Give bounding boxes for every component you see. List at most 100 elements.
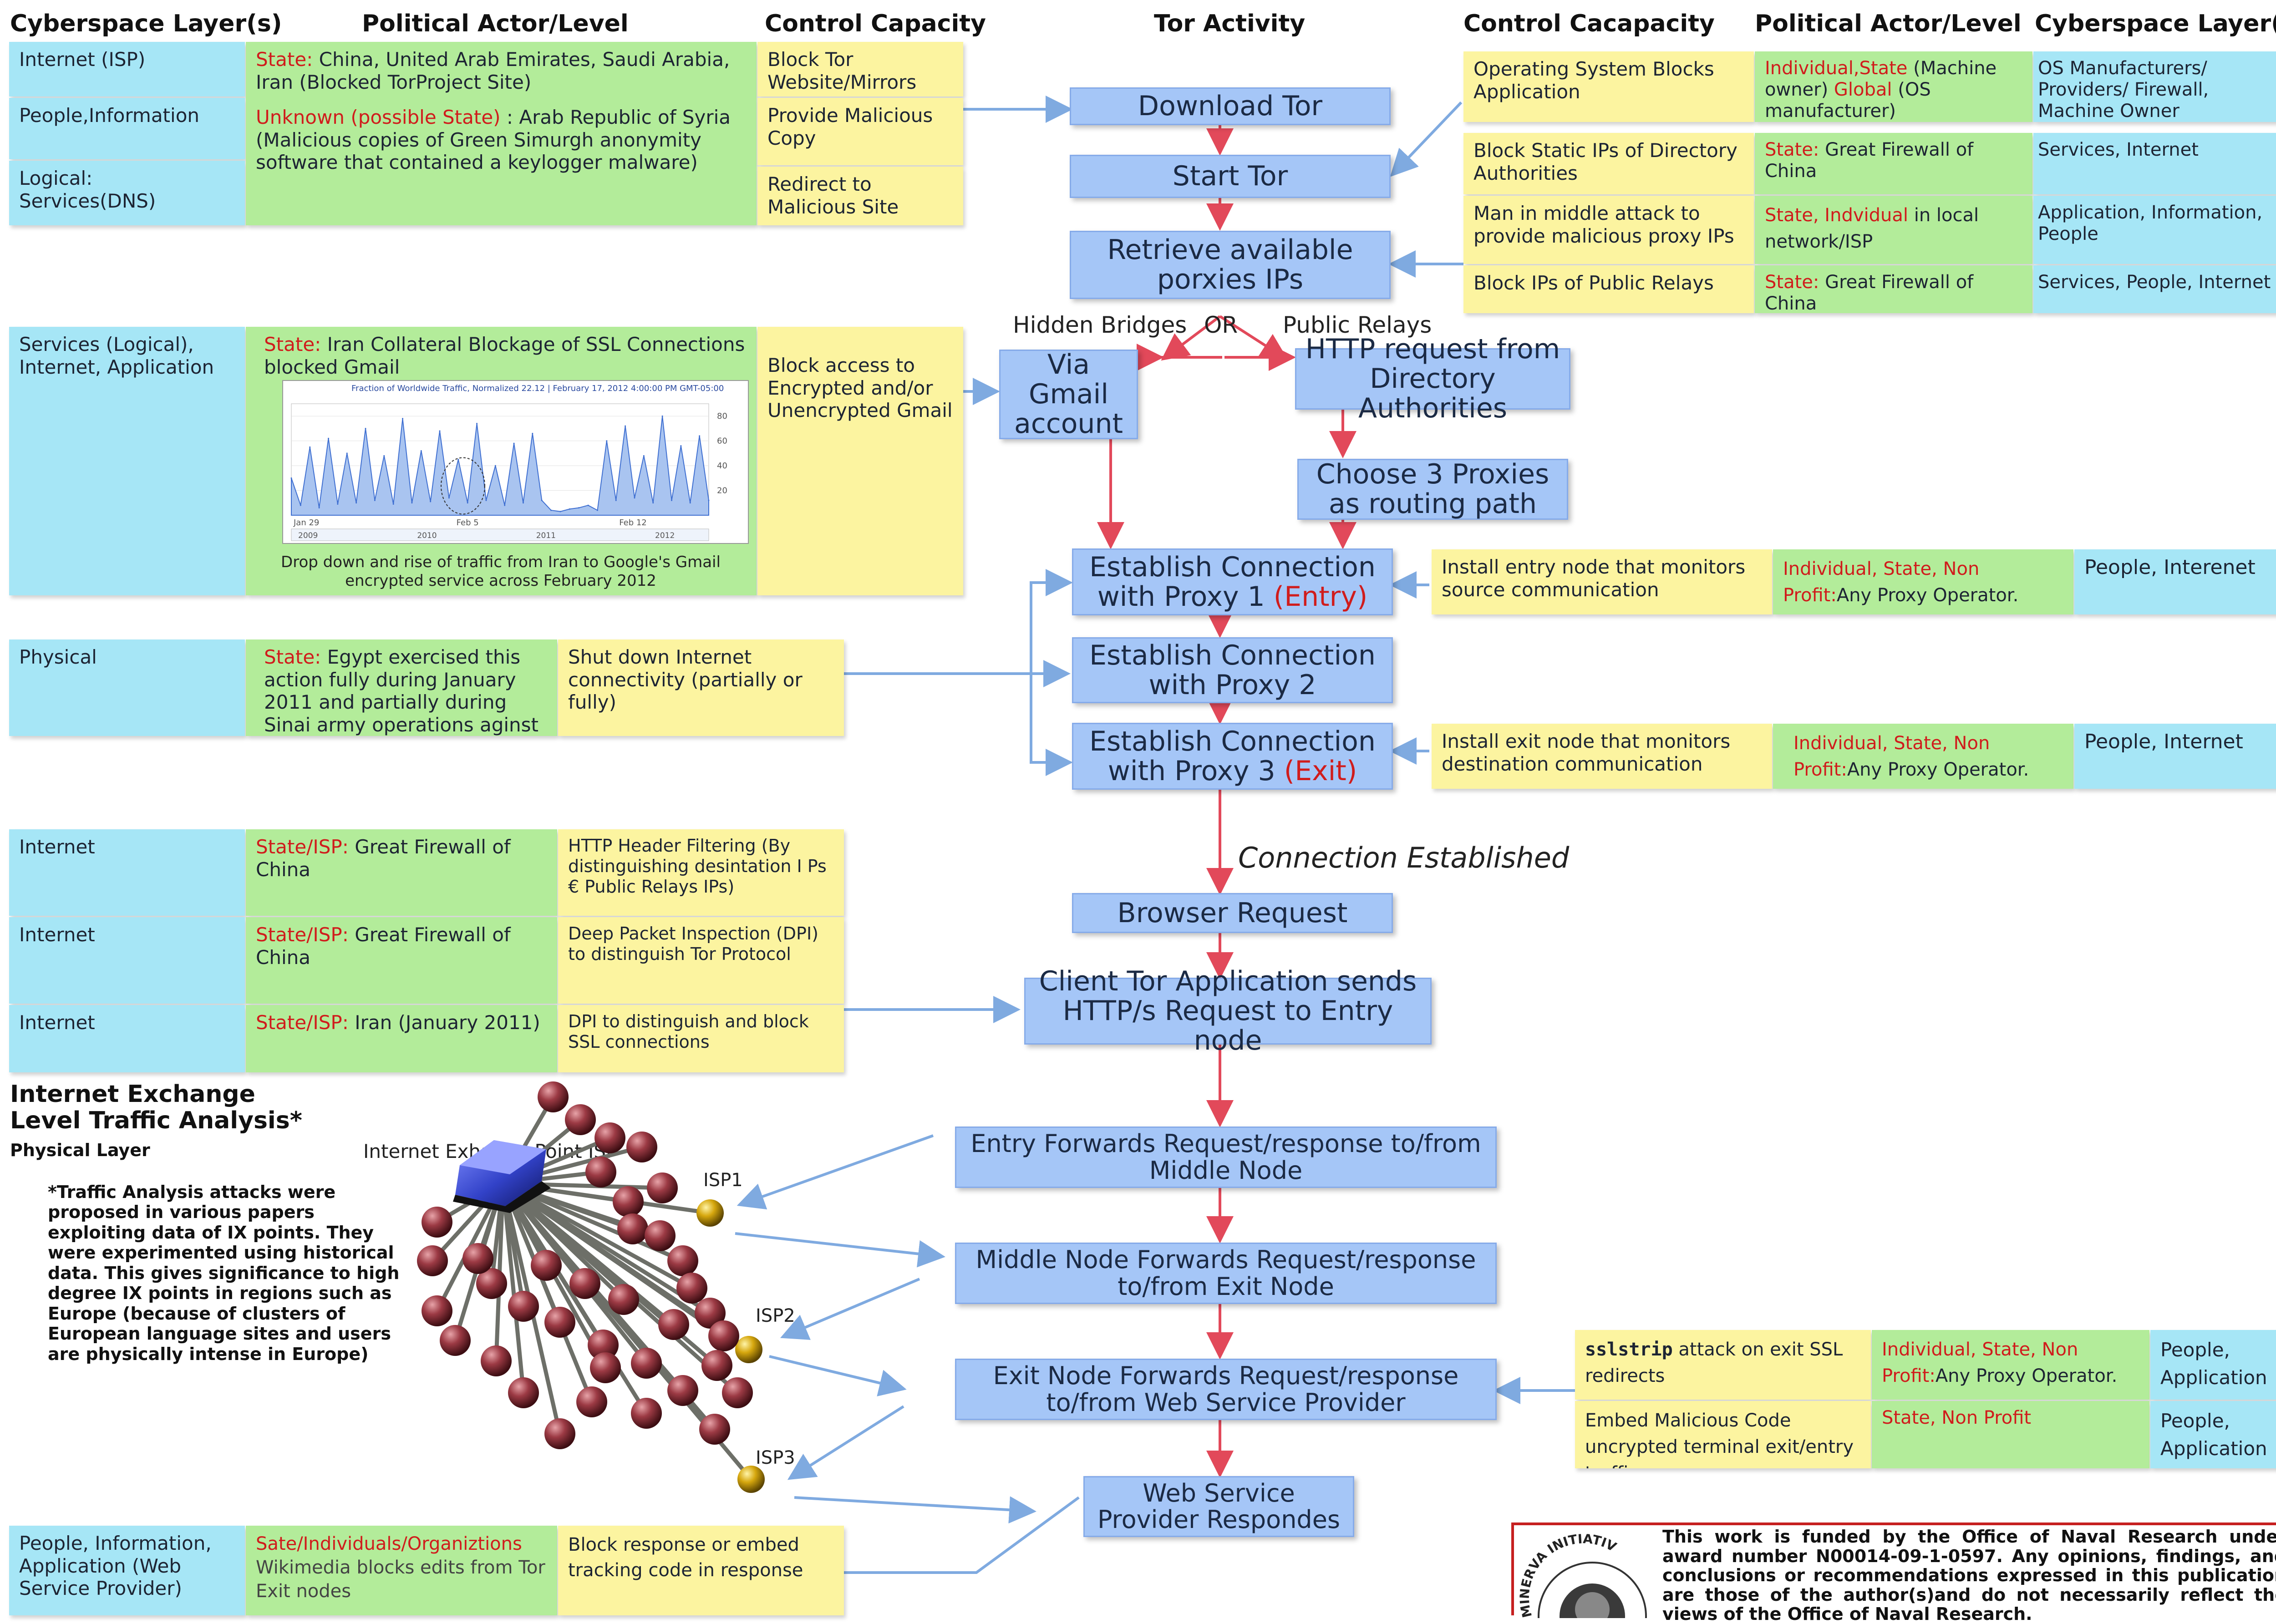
chart-point (328, 437, 330, 439)
capacity-cell: HTTP Header Filtering (By distinguishing… (558, 829, 844, 916)
layer-cell: Services, Internet (2033, 133, 2276, 194)
layer-cell: People,Information (9, 98, 245, 159)
chart-point (559, 511, 561, 513)
ix-subtitle: Physical Layer (10, 1140, 150, 1160)
node-exit-forwards: Exit Node Forwards Request/response to/f… (955, 1359, 1497, 1420)
chart-point (365, 427, 366, 429)
node-proxy-3: Establish Connection with Proxy 3 (Exit) (1072, 723, 1393, 790)
header-right-layer: Cyberspace Layer(s) (2035, 10, 2276, 37)
layer-text: Logical: Services(DNS) (19, 167, 156, 212)
header-center-tor-activity: Tor Activity (1154, 10, 1306, 37)
chart-point (420, 450, 422, 452)
actor-cell: Individual, State, Non Profit:Any Proxy … (1872, 1330, 2149, 1400)
node-proxy-1-label: Establish Connection with Proxy 1 (Entry… (1089, 551, 1376, 613)
layer-cell: People, Internet (2074, 724, 2276, 789)
chart-point (411, 502, 413, 504)
minerva-seal-icon: MINERVA INITIATIVE (1514, 1525, 1647, 1618)
node-via-gmail: Via Gmail account (999, 350, 1138, 439)
x-year-label: 2010 (417, 531, 437, 540)
layer-cell: Internet (9, 1005, 245, 1072)
x-year-label: 2009 (298, 531, 318, 540)
capacity-cell: sslstrip attack on exit SSL redirects (1575, 1330, 1871, 1400)
actor-cell: State, Indvidual in local network/ISP (1755, 196, 2032, 264)
capacity-cell: Provide Malicious Copy (757, 98, 963, 165)
actor-cell: Individual, State, Non Profit:Any Proxy … (1773, 549, 2073, 614)
node-http-directory: HTTP request from Directory Authorities (1295, 335, 1570, 423)
capacity-cell: Redirect to Malicious Site (757, 167, 963, 225)
flow-arrows (1097, 125, 1356, 1478)
actor-cell: State: China, United Arab Emirates, Saud… (246, 42, 757, 225)
chart-point (615, 499, 617, 501)
actor-cell: State: Great Firewall of China (1755, 265, 2032, 313)
header-right-actor: Political Actor/Level (1755, 10, 2022, 37)
actor-cell: State/ISP: Great Firewall of China (246, 829, 557, 916)
y-tick-label: 40 (717, 461, 727, 471)
chart-point (532, 432, 533, 434)
chart-point (680, 445, 682, 447)
x-year-label: 2011 (536, 531, 556, 540)
node-choose-proxies: Choose 3 Proxies as routing path (1297, 459, 1568, 520)
capacity-cell: Man in middle attack to provide maliciou… (1463, 196, 1754, 264)
chart-point (606, 440, 608, 442)
capacity-cell: DPI to distinguish and block SSL connect… (558, 1005, 844, 1072)
ixp-label: Internet Exhange Point ISP (363, 1140, 618, 1162)
chart-point (467, 502, 468, 504)
link-arrows (735, 96, 1575, 1574)
node-start-tor: Start Tor (1070, 155, 1391, 198)
layer-cell: Internet (9, 917, 245, 1004)
actor-cell: State, Non Profit (1872, 1401, 2149, 1468)
capacity-cell: Deep Packet Inspection (DPI) to distingu… (558, 917, 844, 1004)
layer-text: Internet (ISP) (19, 48, 146, 71)
x-tick-label: Feb 12 (619, 518, 647, 528)
capacity-cell: Operating System Blocks Application (1463, 51, 1754, 122)
chart-point (356, 502, 357, 504)
chart-point (448, 497, 450, 499)
capacity-cell: Install exit node that monitors destinat… (1432, 724, 1772, 789)
label-connection-established: Connection Established (1238, 841, 1570, 874)
chart-point (671, 499, 672, 501)
capacity-cell: Block IPs of Public Relays (1463, 265, 1754, 313)
chart-point (625, 425, 626, 427)
header-left-layer: Cyberspace Layer(s) (10, 10, 282, 37)
header-right-capacity: Control Cacapacity (1463, 10, 1715, 37)
layer-cell: OS Manufacturers/ Providers/ Firewall, M… (2033, 51, 2276, 122)
layer-cell: Physical (9, 639, 245, 736)
chart-point (689, 502, 691, 504)
layer-cell: Logical: Services(DNS) (9, 161, 245, 225)
chart-point (708, 499, 710, 501)
actor-cell: State: Egypt exercised this action fully… (246, 639, 557, 736)
capacity-cell: Block response or embed tracking code in… (558, 1526, 844, 1615)
chart-point (569, 508, 570, 510)
layer-text: People,Information (19, 104, 200, 127)
layer-cell: Application, Information, People (2033, 196, 2276, 264)
chart-point (550, 509, 552, 511)
chart-highlight-circle (441, 457, 485, 515)
node-wsp-responds: Web Service Provider Respondes (1083, 1476, 1354, 1537)
layer-cell: People, Information, Application (Web Se… (9, 1526, 245, 1615)
chart-point (587, 504, 589, 506)
layer-cell: Services, People, Internet (2033, 265, 2276, 313)
chart-point (504, 504, 506, 506)
traffic-chart: Fraction of Worldwide Traffic, Normalize… (282, 380, 749, 544)
chart-point (513, 442, 515, 444)
chart-point (402, 418, 404, 420)
x-year-label: 2012 (655, 531, 675, 540)
chart-point (699, 435, 701, 437)
y-tick-label: 20 (717, 486, 727, 496)
chart-point (476, 423, 478, 425)
actor-cell: Sate/Individuals/Organiztions Wikimedia … (246, 1526, 557, 1615)
node-entry-forwards: Entry Forwards Request/response to/from … (955, 1127, 1497, 1188)
header-left-capacity: Control Capacity (765, 10, 986, 37)
capacity-cell: Install entry node that monitors source … (1432, 549, 1772, 614)
chart-point (643, 455, 645, 457)
layer-cell: People, Application (2150, 1401, 2276, 1468)
actor-cell: State: Great Firewall of China (1755, 133, 2032, 194)
chart-point (541, 499, 543, 501)
chart-caption: Drop down and rise of traffic from Iran … (281, 553, 721, 590)
funding-text: This work is funded by the Office of Nav… (1662, 1527, 2276, 1624)
x-tick-label: Jan 29 (293, 518, 319, 528)
header-left-actor: Political Actor/Level (362, 10, 629, 37)
node-download-tor: Download Tor (1070, 87, 1391, 125)
